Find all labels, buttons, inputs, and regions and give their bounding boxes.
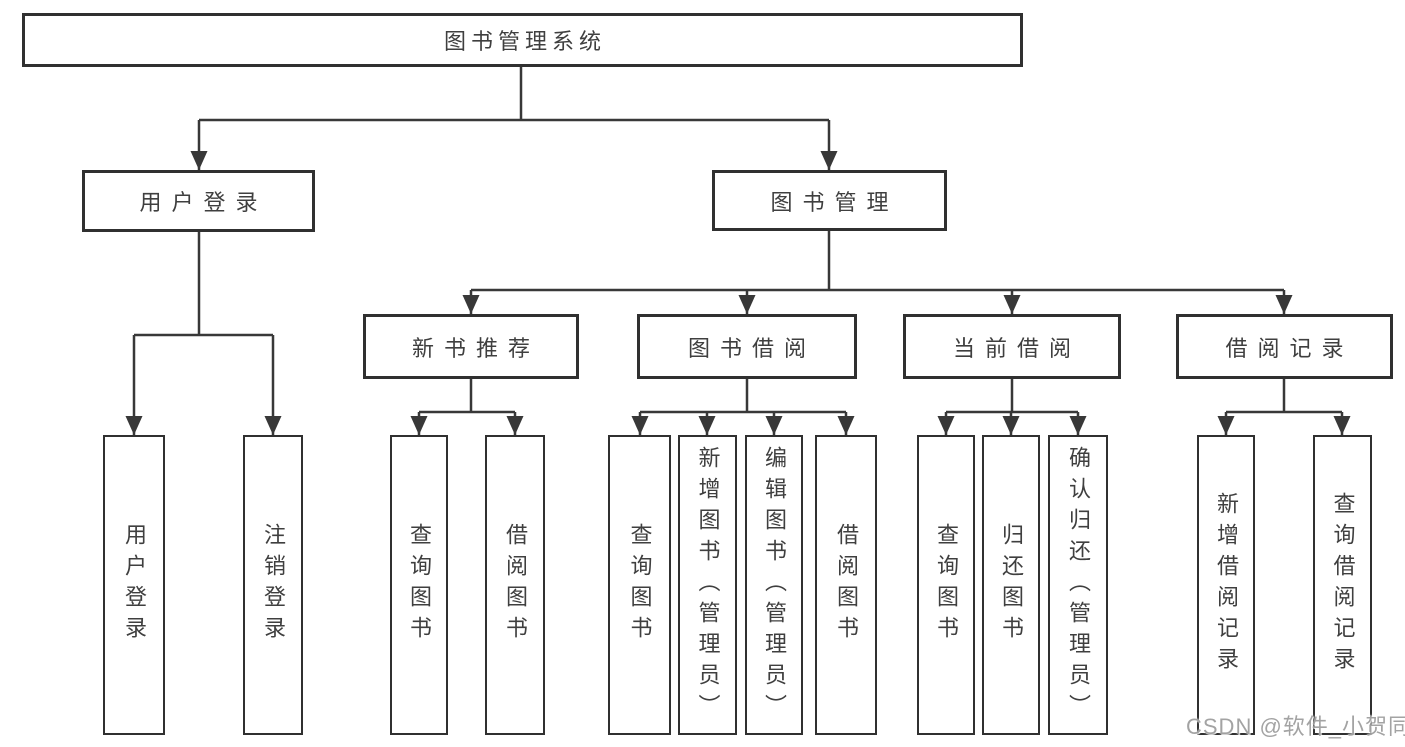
node-borrow-record-label: 借阅记录	[1225, 335, 1354, 361]
leaf-record-query-borrow-record-label: 查询借阅记录	[1330, 492, 1356, 678]
watermark: CSDN @软件_小贺同学	[1186, 714, 1405, 739]
node-new-book-recommend-label: 新书推荐	[411, 335, 540, 361]
leaf-borrow-edit-books-admin: 编辑图书（管理员）	[745, 435, 803, 735]
arrow-down-icon	[506, 416, 524, 435]
leaf-current-query-books-label: 查询图书	[934, 523, 959, 647]
arrow-down-icon	[190, 151, 208, 170]
leaf-borrow-query-books: 查询图书	[608, 435, 671, 735]
node-book-management-label: 图书管理	[770, 189, 899, 215]
arrow-down-icon	[1069, 416, 1087, 435]
leaf-current-return-books: 归还图书	[982, 435, 1040, 735]
leaf-borrow-add-books-admin-label: 新增图书（管理员）	[695, 445, 721, 725]
arrow-down-icon	[765, 416, 783, 435]
arrow-down-icon	[937, 416, 955, 435]
leaf-record-query-borrow-record: 查询借阅记录	[1313, 435, 1372, 735]
arrow-down-icon	[410, 416, 428, 435]
leaf-logout-label: 注销登录	[261, 523, 286, 647]
node-book-borrow: 图书借阅	[637, 314, 857, 379]
leaf-borrow-borrow-books: 借阅图书	[815, 435, 877, 735]
node-book-management: 图书管理	[712, 170, 947, 231]
arrow-down-icon	[1275, 295, 1293, 314]
node-root: 图书管理系统	[22, 13, 1023, 67]
leaf-current-return-books-label: 归还图书	[999, 523, 1024, 647]
node-current-borrow: 当前借阅	[903, 314, 1121, 379]
arrow-down-icon	[1002, 416, 1020, 435]
leaf-current-confirm-return-admin: 确认归还（管理员）	[1048, 435, 1108, 735]
leaf-borrow-query-books-label: 查询图书	[627, 523, 653, 647]
arrow-down-icon	[837, 416, 855, 435]
leaf-record-add-borrow-record-label: 新增借阅记录	[1214, 492, 1239, 678]
leaf-record-add-borrow-record: 新增借阅记录	[1197, 435, 1255, 735]
leaf-recommend-query-books-label: 查询图书	[407, 523, 432, 647]
node-new-book-recommend: 新书推荐	[363, 314, 579, 379]
arrowheads	[125, 151, 1351, 435]
leaf-user-login-label: 用户登录	[122, 523, 147, 647]
leaf-borrow-edit-books-admin-label: 编辑图书（管理员）	[762, 445, 787, 725]
arrow-down-icon	[738, 295, 756, 314]
arrow-down-icon	[1003, 295, 1021, 314]
arrow-down-icon	[125, 416, 143, 435]
node-root-label: 图书管理系统	[443, 29, 606, 54]
leaf-recommend-query-books: 查询图书	[390, 435, 448, 735]
leaf-logout: 注销登录	[243, 435, 303, 735]
leaf-user-login: 用户登录	[103, 435, 165, 735]
leaf-recommend-borrow-books-label: 借阅图书	[503, 523, 528, 647]
arrow-down-icon	[264, 416, 282, 435]
arrow-down-icon	[698, 416, 716, 435]
leaf-current-query-books: 查询图书	[917, 435, 975, 735]
arrow-down-icon	[1217, 416, 1235, 435]
arrow-down-icon	[820, 151, 838, 170]
node-user-login: 用户登录	[82, 170, 315, 232]
node-user-login-label: 用户登录	[139, 190, 268, 215]
arrow-down-icon	[1333, 416, 1351, 435]
node-current-borrow-label: 当前借阅	[952, 335, 1081, 361]
leaf-borrow-add-books-admin: 新增图书（管理员）	[678, 435, 737, 735]
node-borrow-record: 借阅记录	[1176, 314, 1393, 379]
leaf-recommend-borrow-books: 借阅图书	[485, 435, 545, 735]
arrow-down-icon	[631, 416, 649, 435]
leaf-borrow-borrow-books-label: 借阅图书	[834, 523, 859, 647]
node-book-borrow-label: 图书借阅	[687, 335, 816, 361]
arrow-down-icon	[462, 295, 480, 314]
leaf-current-confirm-return-admin-label: 确认归还（管理员）	[1066, 445, 1091, 725]
